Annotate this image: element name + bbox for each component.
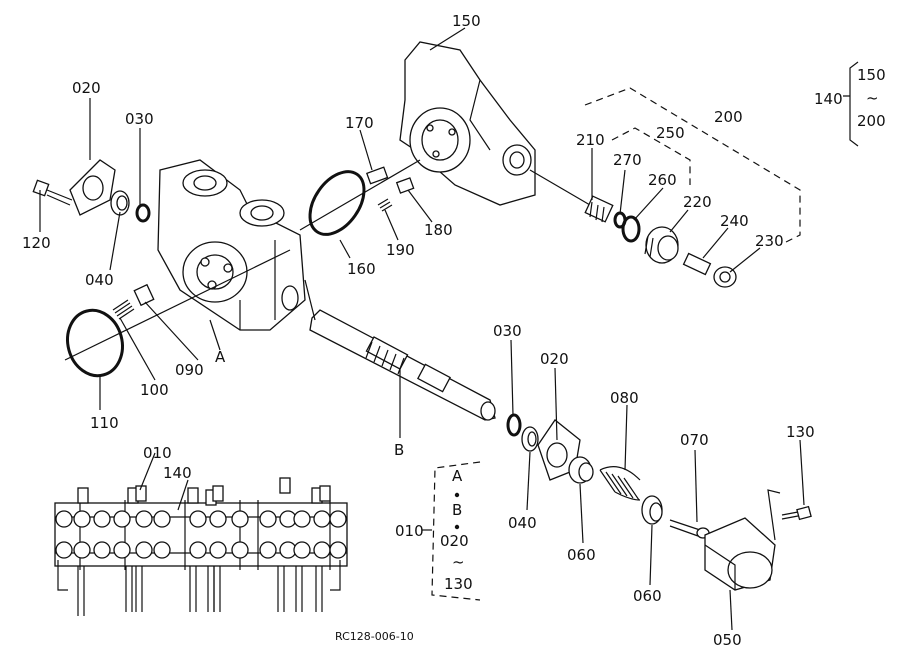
label-080: 080 <box>610 389 639 407</box>
poppet-090 <box>133 283 155 307</box>
label-020a: 020 <box>72 79 101 97</box>
leader-lines <box>39 27 859 631</box>
label-270: 270 <box>613 151 642 169</box>
label-160: 160 <box>347 260 376 278</box>
label-180: 180 <box>424 221 453 239</box>
o-ring-030b <box>506 413 522 437</box>
range-010-from: 020 <box>440 532 469 550</box>
cup-040b <box>521 426 539 452</box>
range-010-a: A <box>452 467 463 485</box>
range-010-tilde: ~ <box>452 553 465 571</box>
valve-assembly-010 <box>54 477 348 616</box>
label-110: 110 <box>90 414 119 432</box>
spring-080 <box>599 466 641 501</box>
label-050: 050 <box>713 631 742 649</box>
spring-210 <box>584 195 614 223</box>
screw-240 <box>682 252 712 276</box>
range-010-to: 130 <box>444 575 473 593</box>
group-bracket-250 <box>611 127 691 185</box>
label-170: 170 <box>345 114 374 132</box>
label-b: B <box>394 441 404 459</box>
label-040b: 040 <box>508 514 537 532</box>
bolt-120 <box>32 179 73 206</box>
label-010: 010 <box>143 444 172 462</box>
spool-b <box>309 309 496 421</box>
range-010-b: B <box>452 501 462 519</box>
label-250: 250 <box>656 124 685 142</box>
label-210: 210 <box>576 131 605 149</box>
label-060a: 060 <box>567 546 596 564</box>
o-ring-260 <box>621 215 641 243</box>
label-240: 240 <box>720 212 749 230</box>
end-cover-150 <box>399 41 536 206</box>
label-090: 090 <box>175 361 204 379</box>
valve-body-a <box>157 159 306 331</box>
label-230: 230 <box>755 232 784 250</box>
label-120: 120 <box>22 234 51 252</box>
range-140-to: 200 <box>857 112 886 130</box>
part-labels: 020 030 120 040 100 090 110 A 150 170 16… <box>22 12 815 649</box>
seat-060a <box>568 456 594 484</box>
range-note-010: 010 A B 020 ~ 130 <box>395 467 473 593</box>
o-ring-110 <box>66 308 124 378</box>
label-260: 260 <box>648 171 677 189</box>
label-150: 150 <box>452 12 481 30</box>
group-bracket-200 <box>584 87 801 246</box>
plug-170 <box>365 166 389 185</box>
label-020b: 020 <box>540 350 569 368</box>
plug-220 <box>644 226 679 264</box>
screw-070 <box>669 519 710 539</box>
label-140: 140 <box>163 464 192 482</box>
label-030b: 030 <box>493 322 522 340</box>
group-bracket-010 <box>431 461 481 601</box>
bolt-130 <box>781 505 812 521</box>
o-ring-160 <box>308 170 366 236</box>
plug-180 <box>395 177 415 194</box>
figure-code: RC128-006-10 <box>335 630 414 643</box>
range-010-id: 010 <box>395 522 424 540</box>
range-140-tilde: ~ <box>866 89 879 107</box>
label-070: 070 <box>680 431 709 449</box>
spring-190 <box>377 198 393 212</box>
seat-060b <box>641 495 663 525</box>
range-140-id: 140 <box>814 90 843 108</box>
spring-100 <box>112 299 135 320</box>
label-190: 190 <box>386 241 415 259</box>
label-030a: 030 <box>125 110 154 128</box>
label-220: 220 <box>683 193 712 211</box>
cap-050 <box>704 517 776 591</box>
o-ring-030a <box>135 203 151 223</box>
range-140-from: 150 <box>857 66 886 84</box>
label-100: 100 <box>140 381 169 399</box>
label-a: A <box>215 348 226 366</box>
label-060b: 060 <box>633 587 662 605</box>
label-130: 130 <box>786 423 815 441</box>
label-200: 200 <box>714 108 743 126</box>
range-note-140: 140 150 ~ 200 <box>814 66 886 130</box>
label-040a: 040 <box>85 271 114 289</box>
